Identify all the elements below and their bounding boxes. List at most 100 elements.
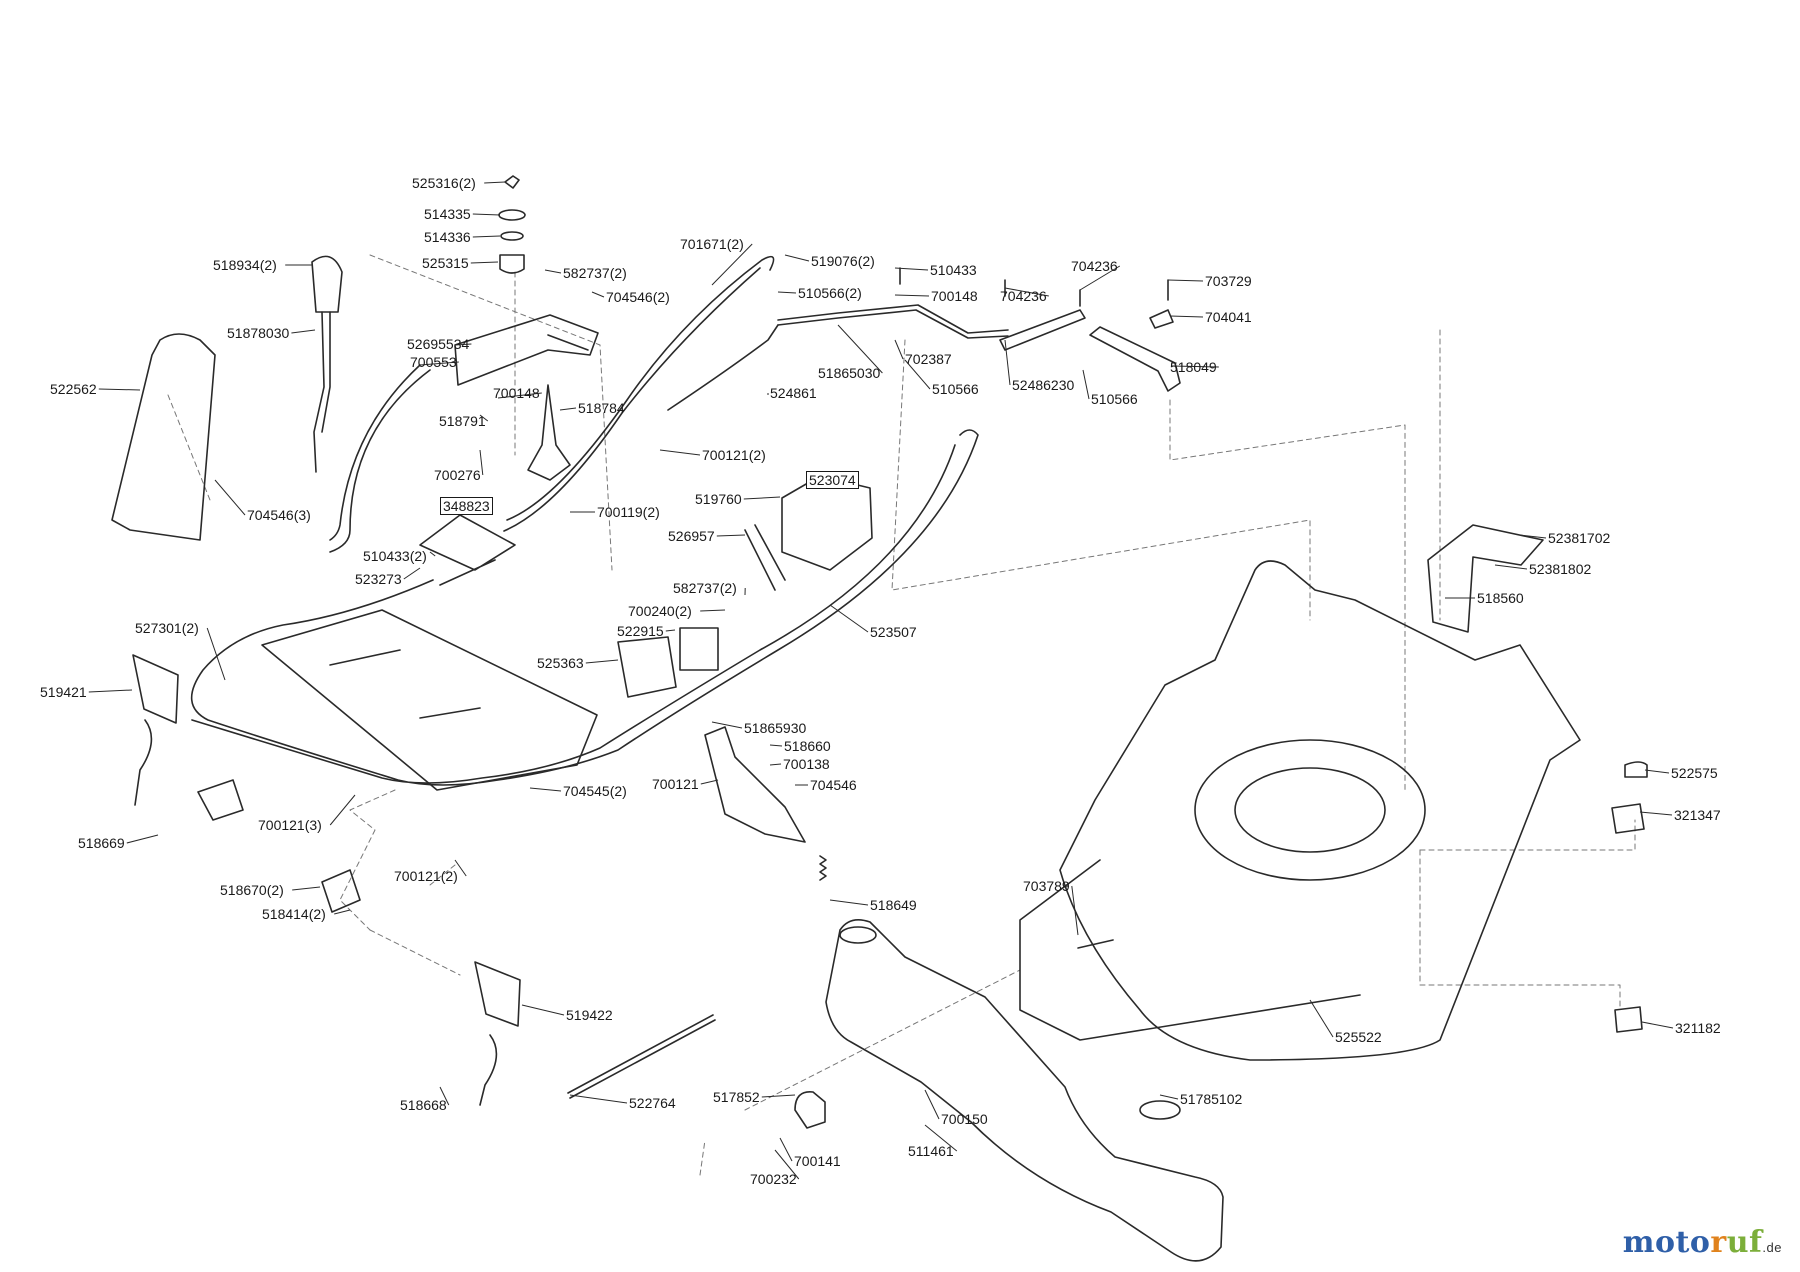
part-label: 519760 — [695, 491, 742, 507]
part-label: 703729 — [1205, 273, 1252, 289]
leader-line — [769, 763, 782, 766]
linkage-rod-51865030 — [777, 304, 1009, 334]
part-label: 510433 — [930, 262, 977, 278]
part-label: 52381702 — [1548, 530, 1611, 546]
part-label: 518784 — [578, 400, 625, 416]
part-label: 510566 — [932, 381, 979, 397]
rod-522764 — [567, 1014, 716, 1099]
leader-line — [894, 294, 930, 297]
part-label: 518670(2) — [220, 882, 284, 898]
part-label: 522764 — [629, 1095, 676, 1111]
leader-line — [700, 609, 726, 612]
pedal-519421 — [132, 654, 179, 806]
leader-line — [454, 343, 472, 346]
part-label: 518660 — [784, 738, 831, 754]
part-label: 701671(2) — [680, 236, 744, 252]
leader-line — [1004, 339, 1011, 386]
part-label: 525522 — [1335, 1029, 1382, 1045]
leader-line — [529, 787, 562, 792]
leader-line — [591, 291, 605, 298]
leader-line — [924, 1089, 940, 1120]
part-label: 702387 — [905, 351, 952, 367]
leader-line — [291, 329, 316, 334]
leader-line — [126, 834, 159, 844]
leader-line — [214, 479, 246, 516]
leader-line — [585, 659, 619, 664]
leader-line — [769, 744, 783, 747]
part-label: 703789 — [1023, 878, 1070, 894]
leader-line — [439, 1086, 450, 1106]
leader-line — [700, 779, 719, 785]
motoruf-watermark: motoruf.de — [1623, 1225, 1782, 1260]
leader-line — [1004, 287, 1049, 297]
clip-704041 — [1149, 309, 1174, 329]
lever-518784 — [527, 384, 571, 481]
part-label: 522575 — [1671, 765, 1718, 781]
part-label: 522915 — [617, 623, 664, 639]
leader-line — [711, 721, 743, 729]
part-label: 510566 — [1091, 391, 1138, 407]
part-label: 518669 — [78, 835, 125, 851]
part-label: 524861 — [770, 385, 817, 401]
part-label: 518049 — [1170, 359, 1217, 375]
part-label: 518560 — [1477, 590, 1524, 606]
leader-line — [334, 909, 351, 915]
leader-line — [403, 567, 421, 580]
pedal-519422 — [474, 961, 521, 1106]
part-label: 522562 — [50, 381, 97, 397]
leader-line — [569, 1094, 628, 1104]
seat-bracket — [419, 514, 516, 586]
leader-line — [1309, 999, 1334, 1038]
leader-line — [924, 1124, 958, 1152]
leader-line — [559, 407, 577, 411]
leader-line — [837, 324, 883, 374]
part-label: 348823 — [440, 497, 493, 515]
part-label: 321182 — [1675, 1020, 1721, 1036]
leader-line — [761, 1094, 796, 1098]
leader-line — [1639, 811, 1673, 816]
leader-line — [784, 254, 810, 262]
leader-line — [497, 392, 542, 399]
spring-518649 — [819, 855, 827, 881]
part-label: 51865030 — [818, 365, 881, 381]
leader-line — [716, 534, 746, 537]
part-label: 51785102 — [1180, 1091, 1243, 1107]
leader-line — [774, 1149, 800, 1180]
leader-line — [479, 414, 489, 422]
watermark-letter: o — [1689, 1225, 1711, 1260]
gear-cover — [111, 333, 216, 541]
part-label: 52486230 — [1012, 377, 1075, 393]
leader-line — [1082, 369, 1090, 400]
part-label: 52695534 — [407, 336, 470, 352]
leader-line — [472, 213, 501, 216]
leader-line — [659, 449, 701, 456]
part-label: 526957 — [668, 528, 715, 544]
part-label: 704546(3) — [247, 507, 311, 523]
relay-522915 — [679, 627, 719, 671]
leader-line — [711, 243, 753, 286]
leader-line — [743, 496, 781, 500]
part-label: 700276 — [434, 467, 481, 483]
watermark-letter: f — [1749, 1225, 1763, 1260]
part-label: 321347 — [1674, 807, 1721, 823]
part-label: 514336 — [424, 229, 471, 245]
part-label: 700121 — [652, 776, 699, 792]
part-label: 519422 — [566, 1007, 613, 1023]
leader-line — [521, 1004, 565, 1016]
part-label: 525316(2) — [412, 175, 476, 191]
part-label: 518791 — [439, 413, 486, 429]
part-label: 700553 — [410, 354, 457, 370]
part-label: 518649 — [870, 897, 917, 913]
leader-line — [779, 1137, 793, 1162]
part-label: 700121(2) — [702, 447, 766, 463]
part-label: 517852 — [713, 1089, 760, 1105]
leader-line — [1644, 769, 1670, 774]
arm-518049 — [1089, 326, 1181, 392]
leader-line — [665, 629, 676, 632]
part-label: 700240(2) — [628, 603, 692, 619]
watermark-letter: o — [1655, 1225, 1676, 1260]
leader-line — [1159, 1094, 1179, 1100]
